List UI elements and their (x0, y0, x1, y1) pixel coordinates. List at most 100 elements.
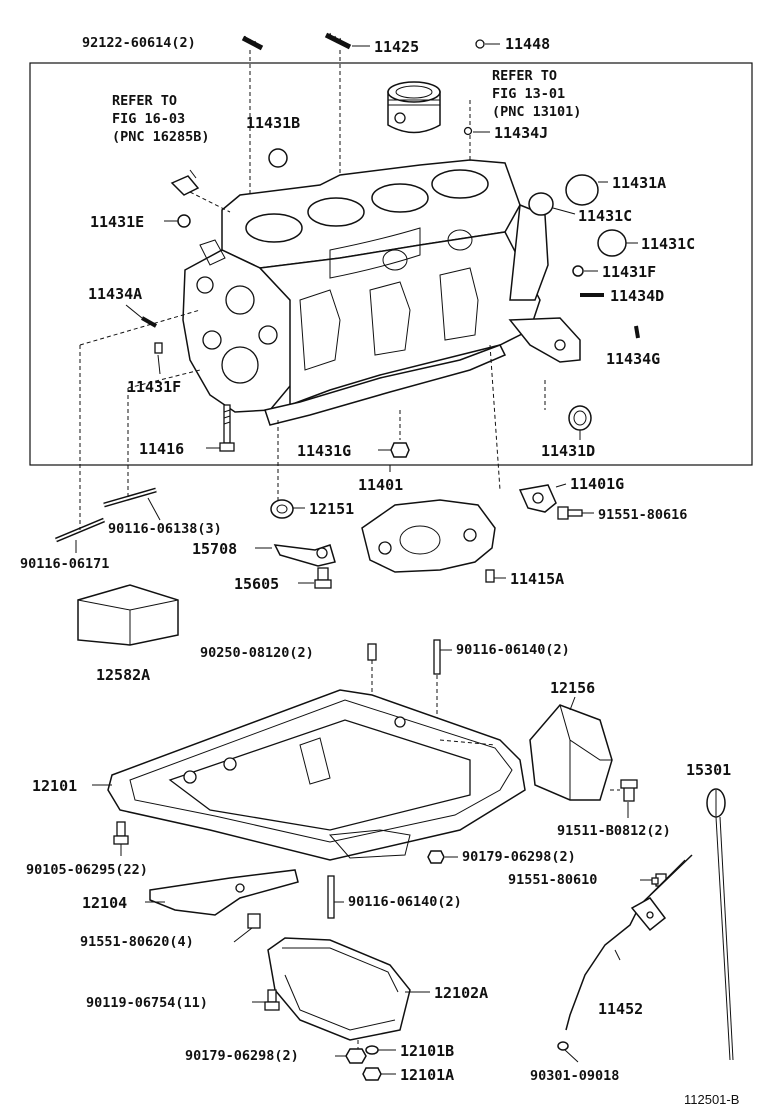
bolt-11416-icon (219, 404, 235, 452)
leader-12156 (569, 696, 576, 711)
label-90301-09018: 90301-09018 (530, 1068, 619, 1084)
bolt-91511-icon (620, 779, 638, 802)
label-90179-06298-top: 90179-06298(2) (462, 849, 576, 865)
label-11431B: 11431B (246, 114, 300, 132)
plug-11431F-right-icon (572, 265, 584, 277)
label-11431C-1: 11431C (578, 207, 632, 225)
dipstick-15301-icon (706, 788, 734, 1061)
label-15605: 15605 (234, 575, 279, 593)
figure-number: 112501-B (684, 1092, 739, 1107)
label-11415A: 11415A (510, 570, 564, 588)
bolt-91551-80620-icon (247, 913, 261, 929)
label-12101: 12101 (32, 777, 77, 795)
stud-90116-06140-bottom-icon (327, 875, 335, 919)
label-11431G: 11431G (297, 442, 351, 460)
leader-11434A-dash (79, 309, 201, 346)
oil-jet-15605-icon (314, 567, 332, 589)
baffle-12582A-icon (77, 584, 179, 646)
knock-sensor-11401G-icon (518, 484, 557, 513)
gasket-12101B-icon (365, 1045, 379, 1055)
oil-baffle-12156-icon (529, 704, 613, 801)
label-90116-06171: 90116-06171 (20, 556, 109, 572)
bearing-cap-11415A-icon (361, 499, 496, 573)
stud-92122-icon (241, 35, 264, 51)
label-91551-80616: 91551-80616 (598, 507, 687, 523)
leader-11431F-dash (127, 369, 201, 389)
label-12101B: 12101B (400, 1042, 454, 1060)
leader-90301 (564, 1049, 579, 1063)
label-11434G: 11434G (606, 350, 660, 368)
leader-11434A (125, 304, 143, 319)
stud-11425-icon (324, 32, 352, 50)
label-12151: 12151 (309, 500, 354, 518)
label-91551-80610: 91551-80610 (508, 872, 597, 888)
core-plug-11431A-icon (565, 174, 599, 206)
label-91551-80620: 91551-80620(4) (80, 934, 194, 950)
label-11448: 11448 (505, 35, 550, 53)
cylinder-block-icon (182, 159, 581, 426)
label-11416: 11416 (139, 440, 184, 458)
bolt-11415A-icon (485, 569, 495, 583)
label-11452: 11452 (598, 1000, 643, 1018)
oil-strainer-15708-icon (273, 544, 336, 567)
label-12582A: 12582A (96, 666, 150, 684)
core-plug-11431C-2-icon (597, 229, 627, 257)
cylinder-block-group-frame (29, 62, 753, 466)
refer-fig13-line2: FIG 13-01 (492, 86, 565, 102)
core-plug-11431E-icon (177, 214, 191, 228)
label-12101A: 12101A (400, 1066, 454, 1084)
label-11431F-left: 11431F (127, 378, 181, 396)
label-12156: 12156 (550, 679, 595, 697)
label-11431A: 11431A (612, 174, 666, 192)
label-11431C-2: 11431C (641, 235, 695, 253)
label-91511-B0812: 91511-B0812(2) (557, 823, 671, 839)
core-plug-11431B-icon (268, 148, 288, 168)
label-11431D: 11431D (541, 442, 595, 460)
drain-plug-12101A-icon (362, 1067, 382, 1081)
label-15301: 15301 (686, 761, 731, 779)
bolt-90119-icon (264, 989, 280, 1011)
piston-icon (387, 81, 441, 134)
label-90116-06140-top: 90116-06140(2) (456, 642, 570, 658)
label-15708: 15708 (192, 540, 237, 558)
label-11431F-right: 11431F (602, 263, 656, 281)
plug-11448-icon (475, 39, 485, 49)
refer-fig16-line2: FIG 16-03 (112, 111, 185, 127)
plug-11434J-icon (463, 126, 473, 136)
label-12102A: 12102A (434, 984, 488, 1002)
oil-pan-gasket-12104-icon (149, 869, 299, 916)
refer-fig16-line1: REFER TO (112, 93, 177, 109)
leader-knock-sensor (489, 344, 501, 491)
label-11401: 11401 (358, 476, 403, 494)
gasket-12151-icon (270, 499, 294, 519)
leader-90116-06138 (147, 497, 161, 521)
plug-11431G-icon (390, 442, 410, 458)
oil-level-gauge-guide-11452-icon (565, 854, 693, 1031)
refer-fig13-line1: REFER TO (492, 68, 557, 84)
label-12104: 12104 (82, 894, 127, 912)
pin-11434A-icon (141, 316, 157, 328)
sensor-connector-16285B-icon (170, 169, 231, 213)
bolt-91551-80616-icon (557, 506, 583, 520)
core-plug-11431C-1-icon (528, 192, 554, 216)
label-11425: 11425 (374, 38, 419, 56)
label-90250-08120: 90250-08120(2) (200, 645, 314, 661)
stud-90116-06138-icon (103, 487, 157, 508)
label-11401G: 11401G (570, 475, 624, 493)
label-90119-06754: 90119-06754(11) (86, 995, 208, 1011)
drain-plug-90301-icon (557, 1041, 569, 1051)
nut-90179-top-icon (427, 850, 445, 864)
leader-11431C-1 (552, 207, 576, 215)
refer-fig13-line3: (PNC 13101) (492, 104, 581, 120)
label-90116-06140-bottom: 90116-06140(2) (348, 894, 462, 910)
label-90116-06138: 90116-06138(3) (108, 521, 222, 537)
label-90105-06295: 90105-06295(22) (26, 862, 148, 878)
leader-11452 (614, 949, 621, 961)
label-11434J: 11434J (494, 124, 548, 142)
label-90179-06298-bottom: 90179-06298(2) (185, 1048, 299, 1064)
seal-11431D-icon (568, 405, 592, 431)
leader-pan-dash (439, 739, 496, 746)
stud-90116-06140-top-icon (433, 639, 441, 675)
stud-90250-icon (367, 643, 377, 661)
